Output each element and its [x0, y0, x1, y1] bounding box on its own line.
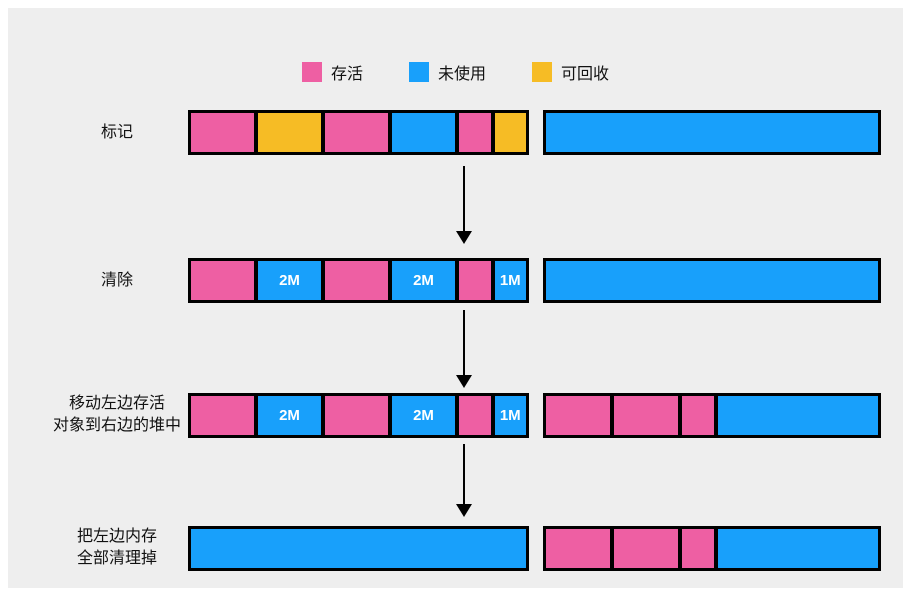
down-arrow-line: [463, 310, 465, 375]
heap-left-bar-clear: [188, 526, 529, 571]
heap-right-bar-move: [543, 393, 881, 438]
memory-segment-unused: 2M: [258, 396, 321, 435]
legend: 存活 未使用 可回收: [8, 60, 903, 84]
row-label-line: 对象到右边的堆中: [52, 416, 181, 434]
memory-segment-unused: 2M: [392, 261, 455, 300]
memory-segment-recyclable: [494, 113, 526, 152]
memory-segment-unused: [546, 113, 878, 152]
row-label-line: 标记: [100, 123, 133, 141]
row-label-line: 清除: [100, 271, 133, 289]
memory-segment-alive: [682, 529, 714, 568]
memory-segment-unused: [191, 529, 526, 568]
memory-segment-alive: [325, 261, 388, 300]
alive-color-swatch: [301, 62, 322, 82]
memory-segment-unused: 1M: [494, 261, 526, 300]
down-arrow-line: [463, 166, 465, 231]
row-label-mark: 标记: [26, 110, 208, 155]
memory-segment-unused: 2M: [258, 261, 321, 300]
memory-segment-alive: [459, 261, 491, 300]
down-arrow-head: [456, 375, 472, 388]
down-arrow-line: [463, 444, 465, 504]
heap-left-bar-sweep: 2M 2M 1M: [188, 258, 529, 303]
memory-segment-alive: [325, 396, 388, 435]
memory-segment-unused: [392, 113, 455, 152]
heap-right-bar-sweep: [543, 258, 881, 303]
down-arrow: [456, 310, 472, 388]
row-label-move: 移动左边存活 对象到右边的堆中: [26, 391, 208, 438]
down-arrow-head: [456, 504, 472, 517]
legend-item-unused: 未使用: [408, 60, 486, 84]
down-arrow: [456, 166, 472, 244]
memory-segment-unused: [718, 396, 878, 435]
memory-segment-unused: 1M: [494, 396, 526, 435]
memory-segment-alive: [191, 113, 254, 152]
heap-left-bar-move: 2M 2M 1M: [188, 393, 529, 438]
row-label-line: 移动左边存活: [68, 394, 165, 412]
row-label-sweep: 清除: [26, 258, 208, 303]
memory-segment-alive: [191, 261, 254, 300]
unused-color-swatch: [408, 62, 429, 82]
legend-label: 可回收: [561, 66, 610, 83]
row-label-clear: 把左边内存 全部清理掉: [26, 524, 208, 571]
memory-segment-alive: [459, 396, 491, 435]
memory-segment-unused: 2M: [392, 396, 455, 435]
legend-item-alive: 存活: [301, 60, 363, 84]
row-label-line: 把左边内存: [76, 527, 157, 545]
memory-segment-alive: [614, 396, 678, 435]
memory-segment-recyclable: [258, 113, 321, 152]
heap-right-bar-clear: [543, 526, 881, 571]
heap-right-bar-mark: [543, 110, 881, 155]
down-arrow-head: [456, 231, 472, 244]
memory-segment-alive: [546, 396, 610, 435]
recyclable-color-swatch: [532, 62, 552, 82]
memory-segment-unused: [546, 261, 878, 300]
memory-segment-alive: [325, 113, 388, 152]
memory-segment-alive: [546, 529, 610, 568]
memory-segment-alive: [682, 396, 714, 435]
row-label-line: 全部清理掉: [76, 549, 157, 567]
memory-segment-alive: [614, 529, 678, 568]
legend-label: 存活: [330, 66, 363, 83]
memory-segment-alive: [459, 113, 491, 152]
legend-label: 未使用: [437, 66, 486, 83]
legend-item-recyclable: 可回收: [532, 60, 609, 84]
memory-segment-alive: [191, 396, 254, 435]
heap-left-bar-mark: [188, 110, 529, 155]
down-arrow: [456, 444, 472, 517]
memory-segment-unused: [718, 529, 878, 568]
